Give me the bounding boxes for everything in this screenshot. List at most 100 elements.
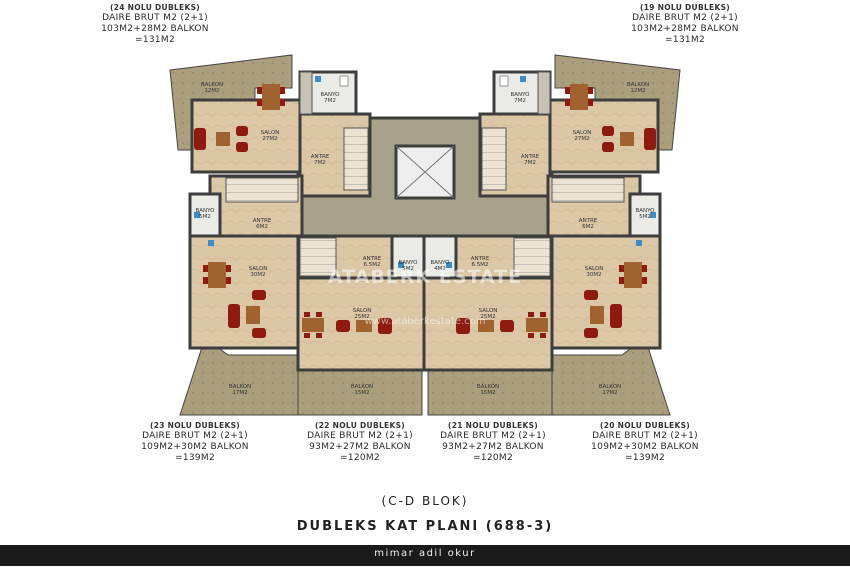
unit-22-info: (22 NOLU DUBLEKS) DAIRE BRUT M2 (2+1) 93… xyxy=(285,420,435,464)
area-c1-antre: 6.5M2 xyxy=(364,262,381,268)
balcony-bottom-right xyxy=(551,337,671,416)
unit-22-line2: 93M2+27M2 BALKON xyxy=(309,442,411,452)
label-bcl-balkon: BALKON xyxy=(351,384,373,390)
label-c1-salon: SALON xyxy=(353,308,372,314)
area-mr-salon: 30M2 xyxy=(586,272,601,278)
unit-23-line3: =139M2 xyxy=(174,453,215,463)
unit-19-stair xyxy=(481,127,507,191)
area-c3-banyo: 4M2 xyxy=(434,266,446,272)
unit-21-heading: (21 NOLU DUBLEKS) xyxy=(447,421,539,430)
label-c3-banyo: BANYO xyxy=(430,260,450,266)
unit-20-line3: =139M2 xyxy=(624,453,665,463)
balcony-bottom-left xyxy=(179,337,299,416)
area-tr-banyo: 7M2 xyxy=(514,98,526,104)
label-c1-antre: ANTRE xyxy=(363,256,382,262)
unit-24-info: (24 NOLU DUBLEKS) DAIRE BRUT M2 (2+1) 10… xyxy=(70,2,240,46)
label-bl-balkon: BALKON xyxy=(229,384,251,390)
area-c2-salon: 25M2 xyxy=(480,314,495,320)
area-c2-banyo: 5M2 xyxy=(402,266,414,272)
watermark-url: www.ataberkestate.com xyxy=(364,316,485,327)
furniture xyxy=(194,84,656,338)
architect-name: mimar adil okur xyxy=(374,548,476,559)
unit-23-heading: (23 NOLU DUBLEKS) xyxy=(149,421,241,430)
label-mr-salon: SALON xyxy=(585,266,604,272)
area-br-balkon: 17M2 xyxy=(602,390,617,396)
area-c1-salon: 25M2 xyxy=(354,314,369,320)
label-mr-banyo: BANYO xyxy=(635,208,655,214)
label-c2-banyo: BANYO xyxy=(398,260,418,266)
label-c4-antre: ANTRE xyxy=(471,256,490,262)
unit-22-line3: =120M2 xyxy=(339,453,380,463)
unit-24-line3: =131M2 xyxy=(134,35,175,45)
label-c2-salon: SALON xyxy=(479,308,498,314)
unit-21-stair xyxy=(513,237,551,277)
label-tl-banyo: BANYO xyxy=(320,92,340,98)
area-tr-salon: 27M2 xyxy=(574,136,589,142)
bathroom-fixtures xyxy=(194,75,656,268)
area-tr-balkon: 12M2 xyxy=(630,88,645,94)
area-bcl-balkon: 15M2 xyxy=(354,390,369,396)
footer-bar xyxy=(0,545,850,566)
unit-20-stair xyxy=(551,177,625,203)
unit-21-line2: 93M2+27M2 BALKON xyxy=(442,442,544,452)
unit-19-kitchen xyxy=(537,71,551,115)
watermark: ATABERK ESTATE xyxy=(328,266,522,288)
unit-19-salon xyxy=(548,98,660,174)
unit-23-salon xyxy=(188,234,300,350)
unit-20-line2: 109M2+30M2 BALKON xyxy=(591,442,699,452)
label-tl-balkon: BALKON xyxy=(201,82,223,88)
unit-21-banyo xyxy=(422,234,458,280)
area-tr-antre: 7M2 xyxy=(524,160,536,166)
label-tl-salon: SALON xyxy=(261,130,280,136)
label-br-balkon: BALKON xyxy=(599,384,621,390)
area-mr-banyo: 5M2 xyxy=(639,214,651,220)
area-c4-antre: 6.5M2 xyxy=(472,262,489,268)
label-mr-antre: ANTRE xyxy=(579,218,598,224)
label-ml-antre: ANTRE xyxy=(253,218,272,224)
unit-24-line1: DAIRE BRUT M2 (2+1) xyxy=(102,13,208,23)
unit-20-heading: (20 NOLU DUBLEKS) xyxy=(599,421,691,430)
label-tr-antre: ANTRE xyxy=(521,154,540,160)
area-ml-antre: 6M2 xyxy=(256,224,268,230)
area-bcr-balkon: 15M2 xyxy=(480,390,495,396)
unit-23-line1: DAIRE BRUT M2 (2+1) xyxy=(142,431,248,441)
area-tl-salon: 27M2 xyxy=(262,136,277,142)
unit-24-stair xyxy=(343,127,369,191)
unit-22-line1: DAIRE BRUT M2 (2+1) xyxy=(307,431,413,441)
unit-22-heading: (22 NOLU DUBLEKS) xyxy=(314,421,406,430)
block-title: (C-D BLOK) xyxy=(381,494,469,508)
unit-23-stair xyxy=(225,177,299,203)
plan-title: DUBLEKS KAT PLANI (688-3) xyxy=(296,519,554,534)
area-tl-antre: 7M2 xyxy=(314,160,326,166)
unit-19-line1: DAIRE BRUT M2 (2+1) xyxy=(632,13,738,23)
unit-19-info: (19 NOLU DUBLEKS) DAIRE BRUT M2 (2+1) 10… xyxy=(600,2,770,46)
label-ml-banyo: BANYO xyxy=(195,208,215,214)
unit-20-line1: DAIRE BRUT M2 (2+1) xyxy=(592,431,698,441)
unit-19-line3: =131M2 xyxy=(664,35,705,45)
label-tr-salon: SALON xyxy=(573,130,592,136)
unit-20-salon xyxy=(550,234,662,350)
unit-24-salon xyxy=(190,98,302,174)
area-tl-balkon: 12M2 xyxy=(204,88,219,94)
label-ml-salon: SALON xyxy=(249,266,268,272)
label-tr-balkon: BALKON xyxy=(627,82,649,88)
unit-21-line1: DAIRE BRUT M2 (2+1) xyxy=(440,431,546,441)
unit-23-info: (23 NOLU DUBLEKS) DAIRE BRUT M2 (2+1) 10… xyxy=(115,420,275,464)
area-ml-salon: 30M2 xyxy=(250,272,265,278)
unit-19-heading: (19 NOLU DUBLEKS) xyxy=(639,3,731,12)
unit-20-info: (20 NOLU DUBLEKS) DAIRE BRUT M2 (2+1) 10… xyxy=(565,420,725,464)
unit-21-info: (21 NOLU DUBLEKS) DAIRE BRUT M2 (2+1) 93… xyxy=(418,420,568,464)
area-mr-antre: 6M2 xyxy=(582,224,594,230)
unit-24-line2: 103M2+28M2 BALKON xyxy=(101,24,209,34)
unit-24-heading: (24 NOLU DUBLEKS) xyxy=(109,3,201,12)
area-bl-balkon: 17M2 xyxy=(232,390,247,396)
area-ml-banyo: 5M2 xyxy=(199,214,211,220)
unit-24-kitchen xyxy=(299,71,313,115)
unit-19-line2: 103M2+28M2 BALKON xyxy=(631,24,739,34)
area-tl-banyo: 7M2 xyxy=(324,98,336,104)
unit-22-stair xyxy=(299,237,337,277)
label-tl-antre: ANTRE xyxy=(311,154,330,160)
label-bcr-balkon: BALKON xyxy=(477,384,499,390)
